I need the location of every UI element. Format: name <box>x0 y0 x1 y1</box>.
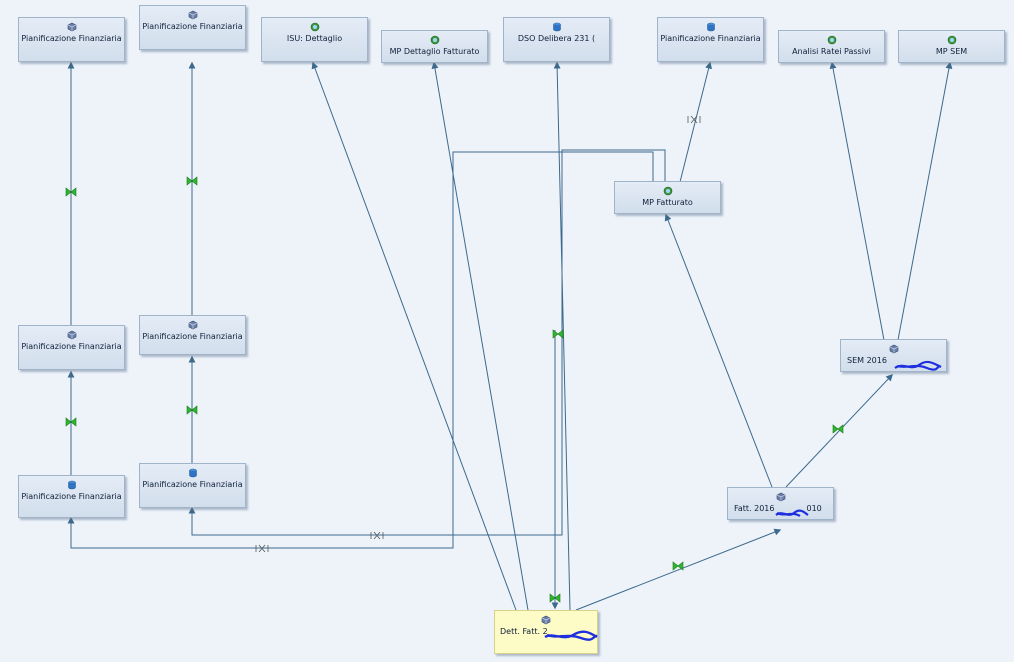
cube-icon <box>541 615 551 625</box>
gear-globe-icon <box>310 22 319 32</box>
node-dett-fatt-2016[interactable]: Dett. Fatt. 2 <box>494 610 598 654</box>
connection-lines <box>65 61 953 611</box>
node-pianificazione-finanziaria-mid-1[interactable]: Pianificazione Finanziaria <box>18 325 125 370</box>
node-mp-sem[interactable]: MP SEM <box>898 30 1005 63</box>
node-mp-dettaglio-fatturato[interactable]: MP Dettaglio Fatturato <box>381 30 488 63</box>
redaction-scribble <box>894 360 942 371</box>
gear-globe-icon <box>827 35 836 45</box>
node-label-tail: 010 <box>806 504 822 513</box>
node-analisi-ratei-passivi[interactable]: Analisi Ratei Passivi <box>778 30 885 63</box>
diagram-canvas: Pianificazione Finanziaria Pianificazion… <box>0 0 1014 662</box>
node-label: Pianificazione Finanziaria <box>660 34 761 43</box>
node-label: Pianificazione Finanziaria <box>142 480 243 489</box>
redaction-scribble <box>544 630 598 641</box>
cube-icon <box>67 330 76 340</box>
node-label: ISU: Dettaglio <box>286 34 343 43</box>
node-label: Pianificazione Finanziaria <box>142 22 243 31</box>
database-icon <box>552 22 561 32</box>
node-label: MP Fatturato <box>642 198 693 207</box>
node-dso-delibera[interactable]: DSO Delibera 231 ( <box>503 17 610 62</box>
node-pianificazione-finanziaria-top-2[interactable]: Pianificazione Finanziaria <box>139 5 246 50</box>
node-label-text: Dett. Fatt. 2 <box>500 627 548 636</box>
node-label-text: SEM 2016 <box>847 356 887 365</box>
node-label-text: Fatt. 2016 <box>734 504 775 513</box>
node-label: Fatt. 2016 010 <box>728 504 833 514</box>
node-mp-fatturato[interactable]: MP Fatturato <box>614 181 721 214</box>
node-label: DSO Delibera 231 ( <box>517 34 596 43</box>
node-sem-2016[interactable]: SEM 2016 <box>840 339 947 372</box>
cube-icon <box>188 10 197 20</box>
gear-globe-icon <box>947 35 956 45</box>
node-pianificazione-finanziaria-low-1[interactable]: Pianificazione Finanziaria <box>18 475 125 518</box>
node-pianificazione-finanziaria-low-2[interactable]: Pianificazione Finanziaria <box>139 463 246 508</box>
gear-globe-icon <box>663 186 672 196</box>
gear-globe-icon <box>430 35 439 45</box>
node-pianificazione-finanziaria-top-1[interactable]: Pianificazione Finanziaria <box>18 17 125 62</box>
node-label: SEM 2016 <box>841 356 946 366</box>
node-isu-dettaglio[interactable]: ISU: Dettaglio <box>261 17 368 62</box>
node-label: Pianificazione Finanziaria <box>21 34 122 43</box>
cube-icon <box>776 492 785 502</box>
cube-icon <box>67 22 76 32</box>
node-pianificazione-finanziaria-top-3[interactable]: Pianificazione Finanziaria <box>657 17 764 62</box>
node-label: Analisi Ratei Passivi <box>792 47 871 56</box>
redaction-scribble <box>775 509 809 517</box>
node-label: MP Dettaglio Fatturato <box>389 47 480 56</box>
database-icon <box>67 480 76 490</box>
database-icon <box>706 22 715 32</box>
node-fatt-2016[interactable]: Fatt. 2016 010 <box>727 487 834 520</box>
node-pianificazione-finanziaria-mid-2[interactable]: Pianificazione Finanziaria <box>139 315 246 355</box>
node-label: Pianificazione Finanziaria <box>142 332 243 341</box>
database-icon <box>188 468 197 478</box>
node-label: Pianificazione Finanziaria <box>21 492 122 501</box>
cube-icon <box>889 344 898 354</box>
node-label: Pianificazione Finanziaria <box>21 342 122 351</box>
node-label: MP SEM <box>935 47 968 56</box>
node-label: Dett. Fatt. 2 <box>495 627 597 637</box>
cube-icon <box>188 320 197 330</box>
